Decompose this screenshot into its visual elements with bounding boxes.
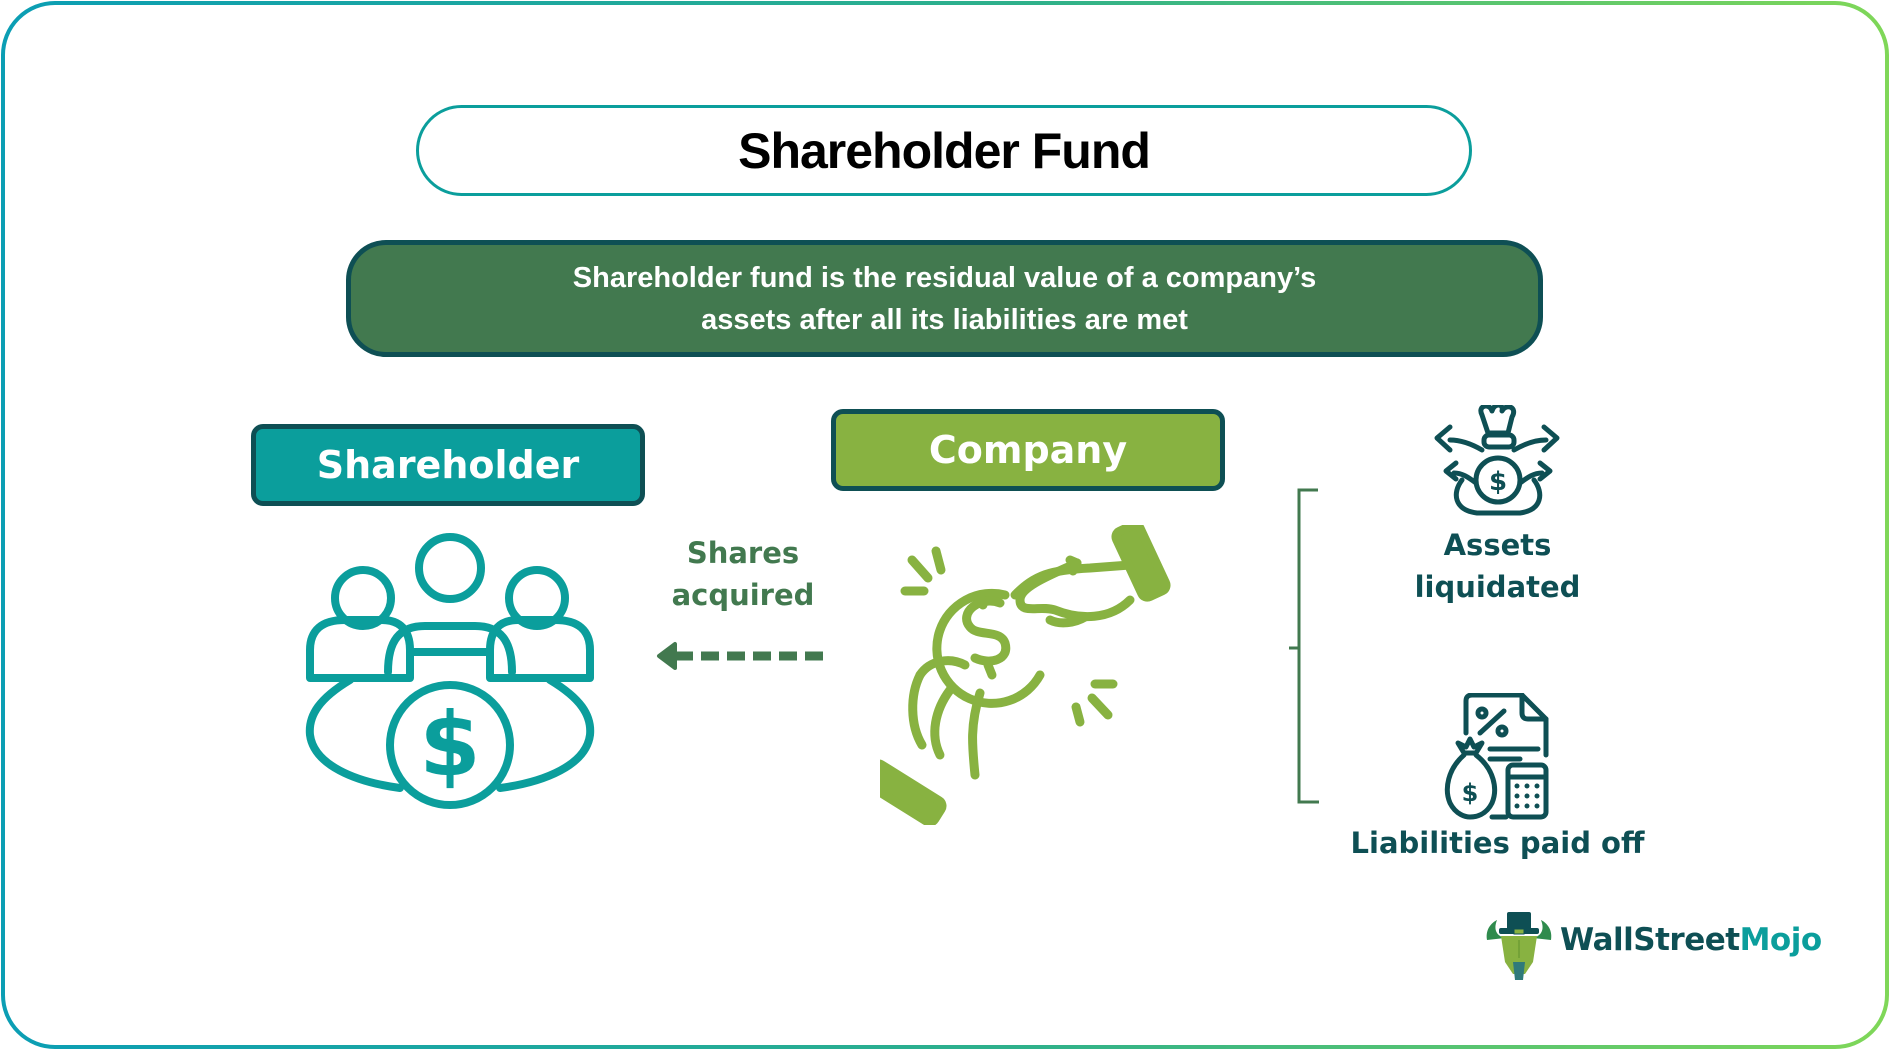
outcome-bracket <box>1289 488 1319 804</box>
definition-box: Shareholder fund is the residual value o… <box>346 240 1543 357</box>
shares-acquired-line-1: Shares <box>686 536 800 570</box>
svg-text:$: $ <box>1462 779 1479 807</box>
shareholder-label-box: Shareholder <box>251 424 645 506</box>
money-bag-arrows-icon: $ <box>1434 405 1560 516</box>
shares-acquired-line-2: acquired <box>671 578 815 612</box>
brand-name-part-1: WallStreet <box>1560 922 1740 958</box>
brand-name-part-2: Mojo <box>1739 922 1823 958</box>
shareholder-label: Shareholder <box>316 443 580 487</box>
definition-line-1: Shareholder fund is the residual value o… <box>572 261 1317 294</box>
company-label: Company <box>928 428 1128 472</box>
document-moneybag-calculator-icon: $ <box>1444 693 1549 820</box>
shareholders-money-icon: $ <box>305 533 595 809</box>
definition-line-2: assets after all its liabilities are met <box>701 303 1188 336</box>
brand-wordmark: WallStreetMojo <box>1560 922 1822 958</box>
page-title: Shareholder Fund <box>738 122 1151 179</box>
company-label-box: Company <box>831 409 1225 491</box>
assets-liquidated-line-1: Assets <box>1443 528 1552 562</box>
liabilities-paid-off-label: Liabilities paid off <box>1350 826 1645 860</box>
svg-text:$: $ <box>419 693 480 796</box>
assets-liquidated-line-2: liquidated <box>1414 570 1581 604</box>
assets-liquidated-label: Assets liquidated <box>1390 524 1605 608</box>
dashed-arrow-left-icon <box>657 642 830 670</box>
shares-acquired-label: Shares acquired <box>643 532 843 616</box>
title-box: Shareholder Fund <box>416 105 1472 196</box>
bull-with-hat-logo-icon <box>1486 912 1552 980</box>
svg-text:$: $ <box>1489 467 1507 497</box>
hands-exchanging-money-icon <box>880 525 1171 825</box>
